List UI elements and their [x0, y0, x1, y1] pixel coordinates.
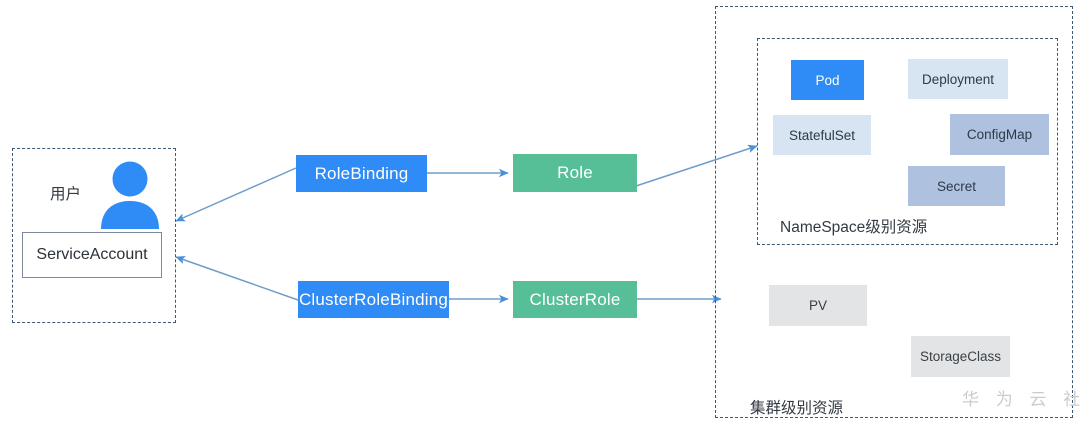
- node-rolebinding-label: RoleBinding: [314, 163, 409, 183]
- resource-configmap[interactable]: ConfigMap: [950, 114, 1049, 155]
- resource-storageclass[interactable]: StorageClass: [911, 336, 1010, 377]
- resource-pod[interactable]: Pod: [791, 60, 864, 100]
- resource-configmap-label: ConfigMap: [966, 127, 1033, 142]
- node-clusterrole-label: ClusterRole: [529, 289, 621, 309]
- resource-statefulset-label: StatefulSet: [788, 127, 856, 143]
- node-clusterrolebinding[interactable]: ClusterRoleBinding: [298, 281, 449, 318]
- user-boundary: [12, 148, 176, 323]
- namespace-scope-label: NameSpace级别资源: [780, 219, 928, 236]
- resource-secret[interactable]: Secret: [908, 166, 1005, 206]
- resource-pv-label: PV: [808, 298, 827, 313]
- resource-pv[interactable]: PV: [769, 285, 867, 326]
- service-account-box[interactable]: ServiceAccount: [22, 232, 162, 278]
- node-rolebinding[interactable]: RoleBinding: [296, 155, 427, 192]
- user-icon: [101, 161, 159, 229]
- service-account-label: ServiceAccount: [36, 246, 148, 263]
- resource-pod-label: Pod: [815, 72, 840, 88]
- cluster-scope-label: 集群级别资源: [750, 400, 844, 417]
- resource-deployment-label: Deployment: [921, 71, 995, 87]
- user-label: 用户: [50, 186, 82, 203]
- node-role[interactable]: Role: [513, 154, 637, 192]
- node-clusterrole[interactable]: ClusterRole: [513, 281, 637, 318]
- cluster-boundary: [715, 6, 1073, 418]
- node-role-label: Role: [557, 163, 593, 182]
- resource-deployment[interactable]: Deployment: [908, 59, 1008, 99]
- watermark: 华 为 云 社 区: [962, 390, 1092, 409]
- namespace-boundary: [757, 38, 1058, 245]
- node-clusterrolebinding-label: ClusterRoleBinding: [298, 289, 449, 309]
- resource-secret-label: Secret: [936, 178, 977, 194]
- resource-statefulset[interactable]: StatefulSet: [773, 115, 871, 155]
- resource-storageclass-label: StorageClass: [919, 349, 1002, 364]
